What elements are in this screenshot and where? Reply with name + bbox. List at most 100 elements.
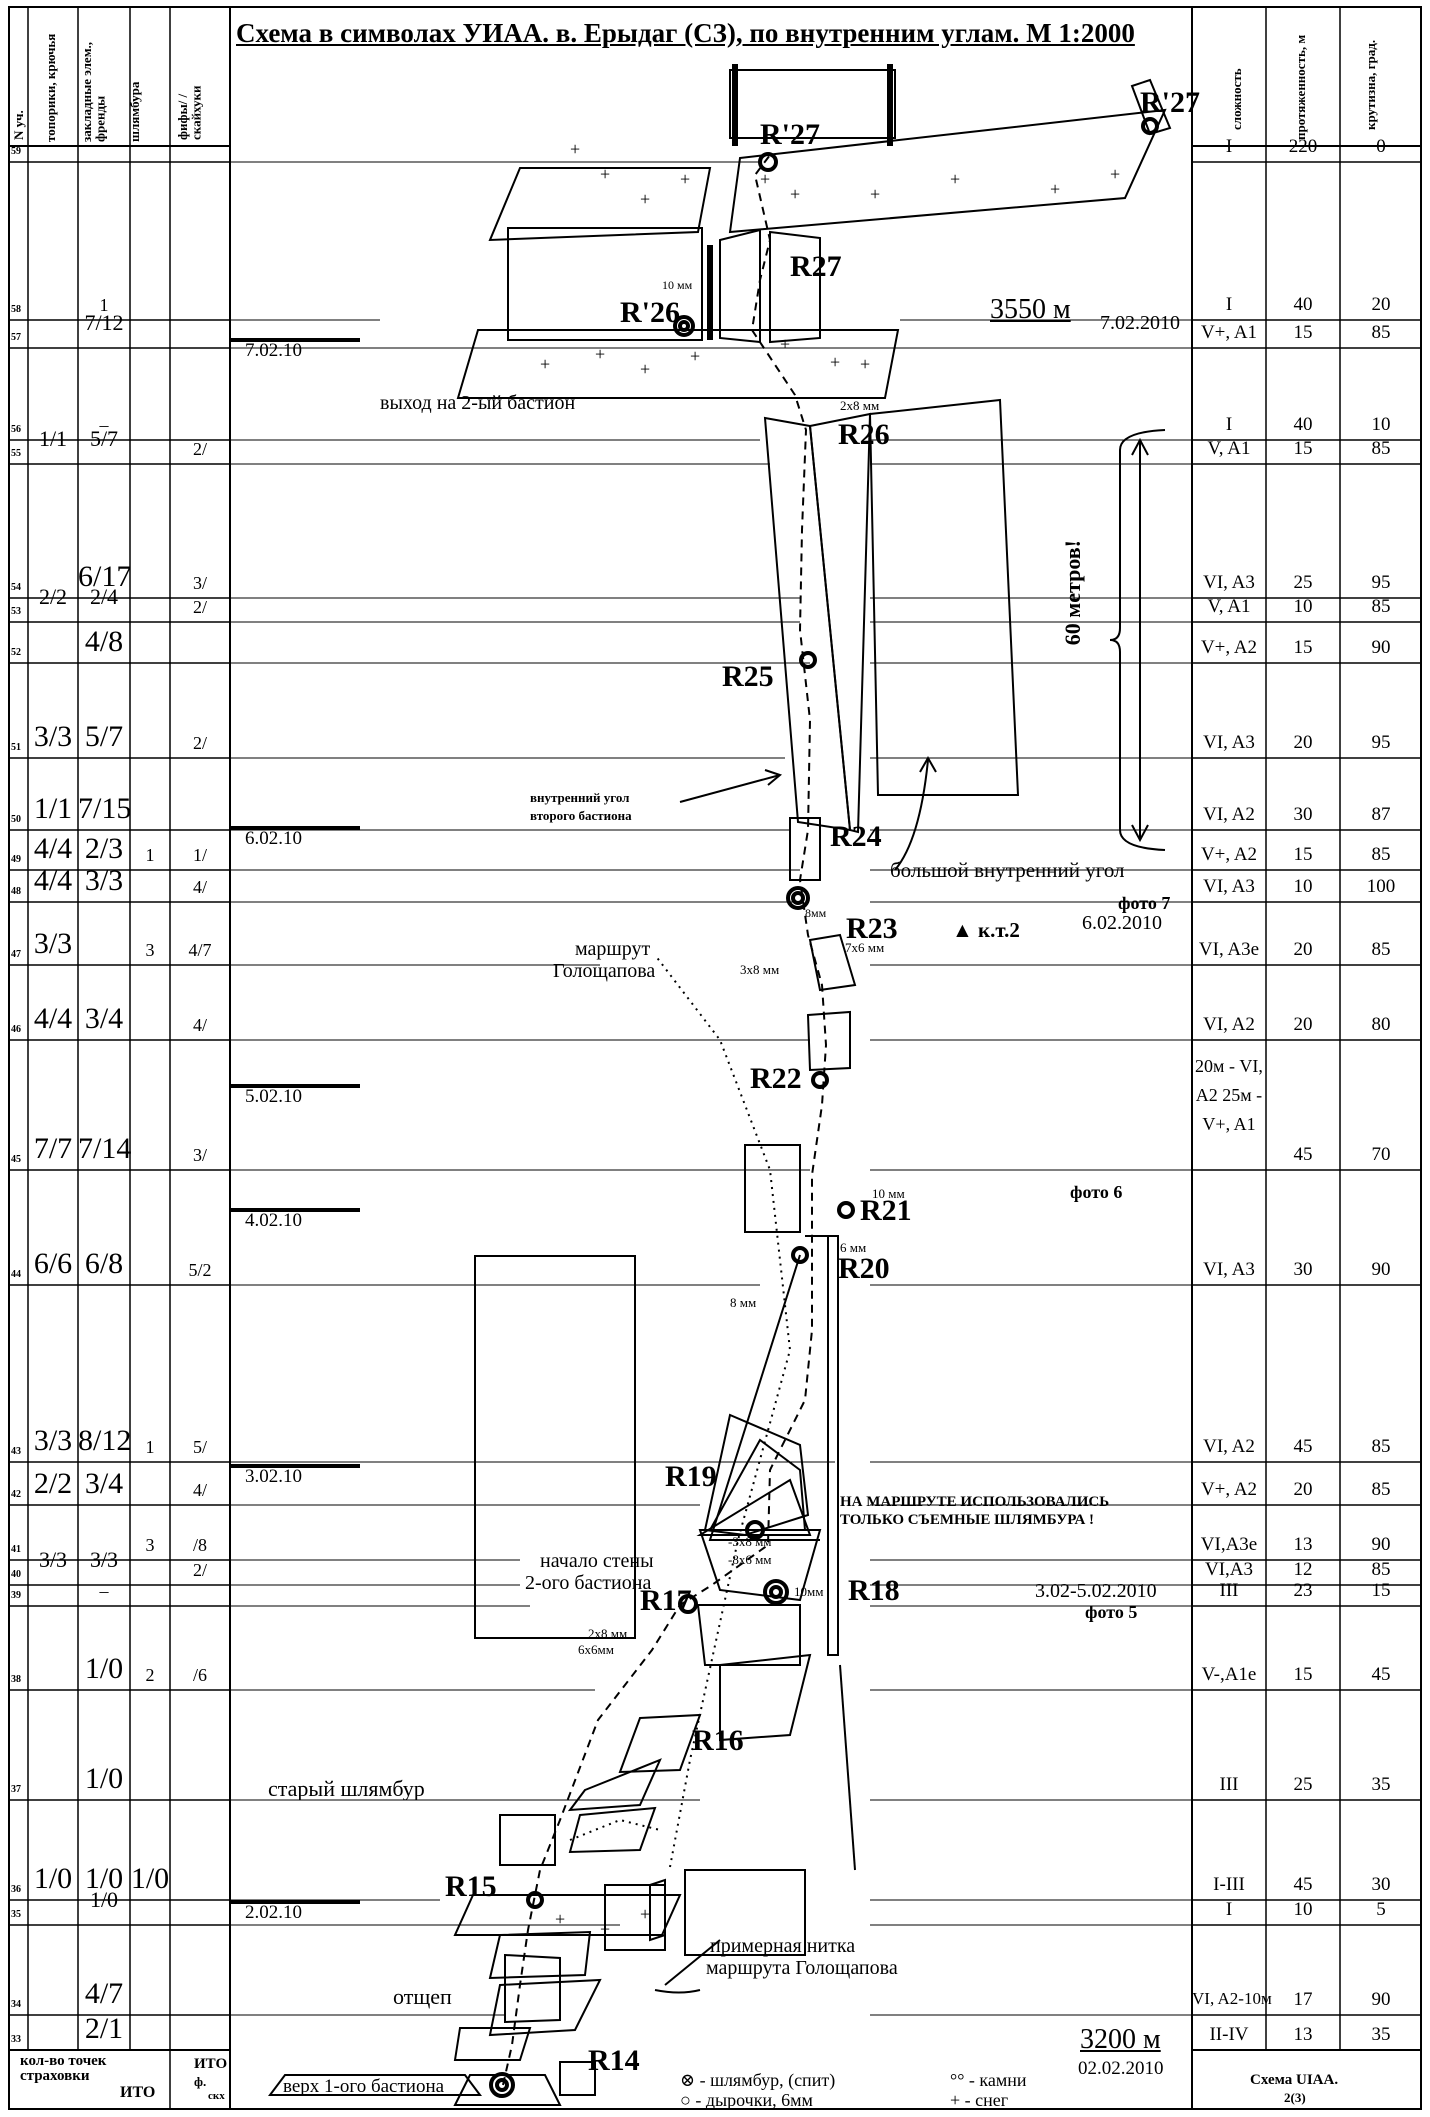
row-pitons: 3/3 (33, 1424, 73, 1457)
row-angle: 95 (1371, 732, 1391, 753)
label-big-corner: большой внутренний угол (890, 858, 1125, 882)
relay-r22: R22 (750, 1062, 802, 1095)
row-angle: 90 (1371, 637, 1391, 658)
row-length: 45 (1293, 1874, 1313, 1895)
altitude-bottom: 3200 м (1080, 2024, 1161, 2055)
row-bolts: 1 (145, 845, 155, 865)
row-number: 53 (11, 606, 21, 617)
mm-label: -8х6 мм (728, 1552, 772, 1567)
row-nuts: 5/7 (89, 426, 119, 451)
row-number: 47 (11, 949, 21, 960)
row-angle: 90 (1371, 1989, 1391, 2010)
svg-text:+: + (1050, 179, 1060, 199)
row-nuts: 5/7 (84, 720, 124, 753)
row-nuts: 7/15 (78, 792, 132, 825)
row-length: 20 (1293, 732, 1313, 753)
label-approx-1: примерная нитка (710, 1935, 856, 1957)
row-pitons: 1/1 (33, 792, 73, 825)
row-number: 58 (11, 304, 21, 315)
row-difficulty: I (1225, 136, 1233, 157)
row-difficulty: V-,A1e (1201, 1664, 1257, 1685)
row-hooks: 5/ (192, 1437, 207, 1457)
page-title: Схема в символах УИАА. в. Ерыдаг (СЗ), п… (236, 18, 1135, 48)
relay-r24: R24 (830, 820, 882, 853)
row-hooks: 2/ (192, 597, 207, 617)
svg-text:+: + (790, 184, 800, 204)
inner-corner-mid (808, 412, 872, 834)
row-angle: 85 (1371, 844, 1391, 865)
date-4-02: 4.02.10 (245, 1210, 302, 1231)
mm-label: 8мм (805, 906, 827, 920)
row-length: 12 (1293, 1559, 1313, 1580)
row-difficulty: I (1225, 1899, 1233, 1920)
row-angle: 85 (1371, 596, 1391, 617)
row-number: 48 (11, 886, 21, 897)
row-angle: 80 (1371, 1014, 1391, 1035)
mm-label: 6 мм (840, 1240, 867, 1255)
row-nuts: 4/7 (84, 1977, 124, 2010)
row-angle: 70 (1371, 1144, 1391, 1165)
row-number: 57 (11, 332, 21, 343)
row-number: 56 (11, 424, 21, 435)
row-bolts: 3 (145, 940, 155, 960)
row-hooks: 3/ (192, 573, 207, 593)
svg-text:+: + (690, 346, 700, 366)
row-pitons: 1/0 (33, 1862, 73, 1895)
relay-r18: R18 (848, 1574, 900, 1607)
footer-scheme-page: 2(3) (1284, 2090, 1306, 2105)
row-angle: 90 (1371, 1259, 1391, 1280)
snow-ridge-top (488, 167, 712, 242)
footer-points-label: кол-во точек страховки (20, 2053, 107, 2084)
svg-text:+: + (570, 139, 580, 159)
row-difficulty: III (1219, 1580, 1239, 1601)
row-pitons: 1/1 (38, 426, 68, 451)
row-nuts: 2/4 (89, 584, 119, 609)
row-bolts: 2 (145, 1665, 155, 1685)
row-number: 45 (11, 1154, 21, 1165)
altitude-top-date: 7.02.2010 (1100, 312, 1180, 334)
mm-label: 7х6 мм (845, 940, 885, 955)
row-length: 45 (1293, 1144, 1313, 1165)
row-angle: 15 (1371, 1580, 1391, 1601)
label-old-bolt: старый шлямбур (268, 1776, 425, 1801)
legend-snow: + - снег (950, 2090, 1009, 2110)
row-pitons: 3/3 (33, 927, 73, 960)
relay-r21: R21 (860, 1194, 912, 1227)
row-nuts: 8/12 (78, 1424, 132, 1457)
row-hooks: 5/2 (188, 1260, 212, 1280)
row-number: 39 (11, 1590, 21, 1601)
relay-r20: R20 (838, 1252, 890, 1285)
mm-label: 2х8 мм (588, 1626, 628, 1641)
row-angle: 95 (1371, 572, 1391, 593)
row-nuts: 3/3 (84, 864, 124, 897)
row-difficulty: VI, A2 (1203, 804, 1255, 825)
row-difficulty: VI,A3e (1200, 1534, 1258, 1555)
date-7-02: 7.02.10 (245, 340, 302, 361)
corner-57c (769, 230, 821, 344)
label-control-point: ▲ к.т.2 (952, 918, 1020, 942)
relay-r25: R25 (722, 660, 774, 693)
row-length: 20 (1293, 1479, 1313, 1500)
row-length: 45 (1293, 1436, 1313, 1457)
inner-corner-left (763, 416, 852, 832)
row-nuts: – (99, 1581, 109, 1601)
row-difficulty: VI, A2 (1203, 1436, 1255, 1457)
footer-scheme-label: Схема UIAA. (1250, 2072, 1339, 2088)
svg-text:+: + (595, 344, 605, 364)
relay-r15: R15 (445, 1870, 497, 1903)
row-number: 55 (11, 448, 21, 459)
mm-label: 6х6мм (578, 1642, 614, 1657)
row-length: 40 (1293, 414, 1313, 435)
mm-label: 10мм (794, 1584, 824, 1599)
row-difficulty: VI, A3e (1198, 939, 1260, 960)
row-length: 40 (1293, 294, 1313, 315)
row-length: 30 (1293, 1259, 1313, 1280)
row-number: 43 (11, 1446, 21, 1457)
row-hooks: 2/ (192, 1560, 207, 1580)
label-wall-start-2: 2-ого бастиона (525, 1572, 652, 1594)
svg-text:+: + (540, 354, 550, 374)
row-hooks: 4/ (192, 877, 207, 897)
row-length: 13 (1293, 1534, 1313, 1555)
legend-bolt: ⊗ - шлямбур, (спит) (680, 2070, 836, 2090)
